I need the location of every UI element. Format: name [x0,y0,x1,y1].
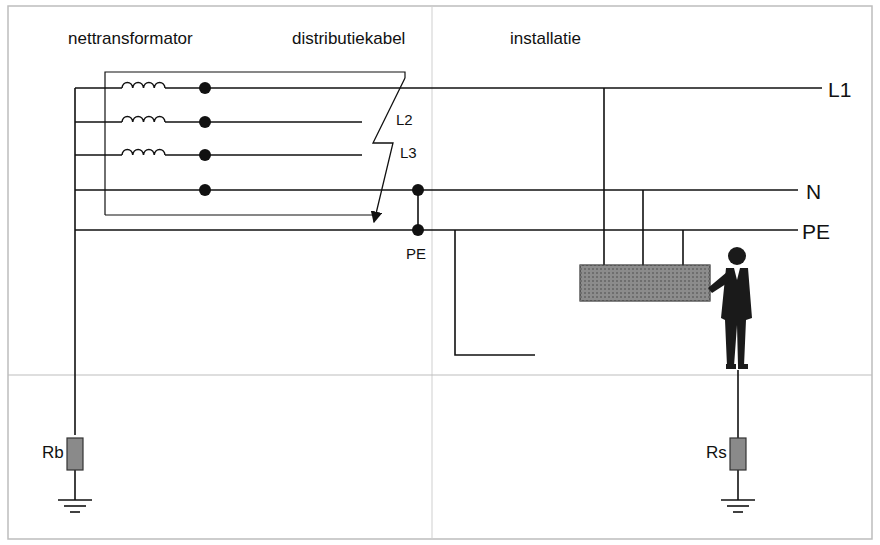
section-heading: distributiekabel [290,30,407,49]
appliance-housing [580,265,710,301]
conductor-name: L3 [398,145,419,162]
resistor-symbol [730,438,746,470]
terminals [199,82,424,236]
coil-winding [122,150,165,155]
conductor-name: PE [800,220,832,243]
conductor-name: L1 [826,78,853,101]
resistor-symbol [67,438,83,470]
conductor-name: L2 [394,112,415,129]
coil-winding [122,117,165,122]
conductor-name: N [804,180,823,203]
frame [8,6,872,539]
wires [58,72,822,512]
resistor-label: Rb [40,444,66,463]
conductor-name: PE [404,246,428,263]
section-heading: nettransformator [66,30,195,49]
appliance-texture [580,265,710,301]
coil-winding [122,83,165,88]
section-heading: installatie [508,30,583,49]
person-figure [708,247,752,369]
transformer-coils [122,83,165,155]
resistor-label: Rs [704,444,729,463]
ground-surface [8,374,872,375]
